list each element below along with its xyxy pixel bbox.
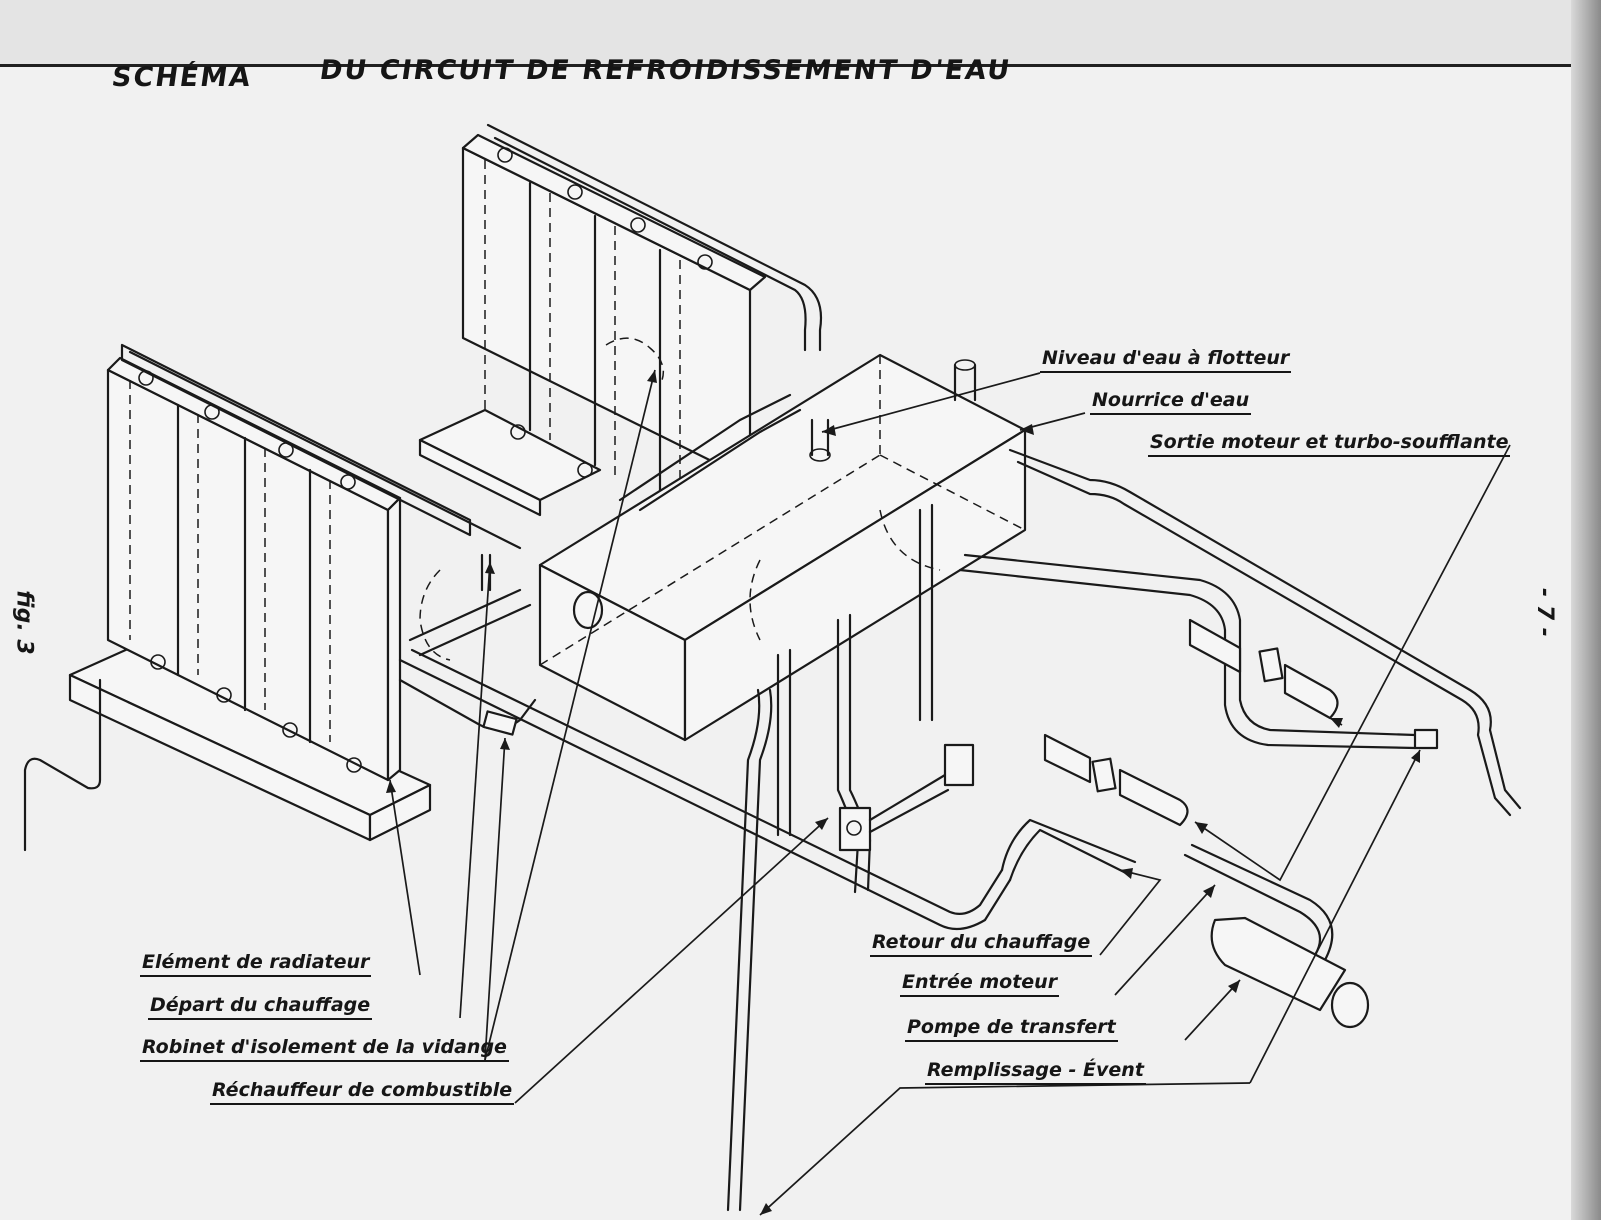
figure-label: fig. 3 [11, 590, 37, 655]
label-heating-departure: Départ du chauffage [148, 993, 373, 1020]
left-radiator [23, 343, 522, 852]
drain-valve [482, 710, 518, 736]
label-transfer-pump: Pompe de transfert [905, 1015, 1118, 1042]
label-radiator-element: Elément de radiateur [140, 950, 372, 977]
left-radiator-top-pipe [120, 343, 472, 537]
label-heating-return: Retour du chauffage [870, 930, 1093, 957]
transfer-pump [1210, 916, 1370, 1029]
title-schema: SCHÉMA [109, 62, 255, 93]
fuel-heater [838, 743, 975, 852]
engine-return-fitting [1043, 733, 1189, 827]
label-float-level: Niveau d'eau à flotteur [1040, 346, 1292, 373]
label-fill-vent: Remplissage - Évent [925, 1058, 1146, 1085]
water-tank [538, 353, 1027, 742]
page-number: - 7 - [1531, 588, 1557, 637]
float-level [605, 337, 665, 386]
piping [398, 393, 1522, 1212]
rear-radiator [418, 123, 823, 517]
label-water-tank: Nourrice d'eau [1090, 388, 1252, 415]
tank-side [683, 428, 1027, 742]
fill-vent-fitting [1413, 728, 1439, 750]
top-paper-strip [0, 0, 1601, 67]
title-circuit: DU CIRCUIT DE REFROIDISSEMENT D'EAU [317, 55, 1014, 86]
label-fuel-heater: Réchauffeur de combustible [210, 1078, 515, 1105]
label-engine-inlet: Entrée moteur [900, 970, 1060, 997]
turbo-outlet-fitting [1188, 618, 1339, 720]
label-drain-valve: Robinet d'isolement de la vidange [140, 1035, 509, 1062]
page-edge [1571, 0, 1601, 1220]
label-engine-turbo-outlet: Sortie moteur et turbo-soufflante [1148, 430, 1511, 457]
